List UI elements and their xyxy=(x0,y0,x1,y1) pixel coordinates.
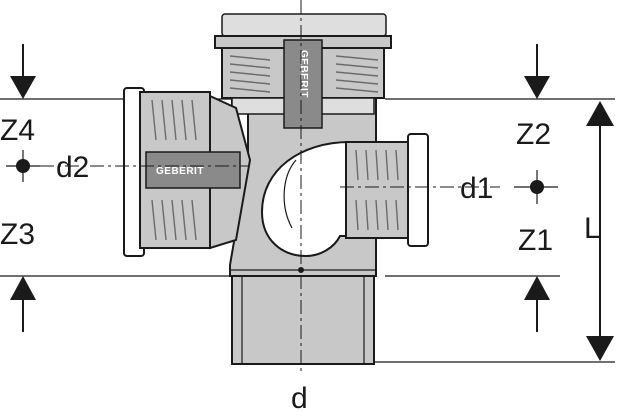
top-socket-ribs xyxy=(229,55,379,93)
label-z4: Z4 xyxy=(0,114,35,147)
left-branch-d2: GEBERIT xyxy=(123,87,252,257)
label-d1: d1 xyxy=(460,172,493,205)
dimension-arrows xyxy=(10,44,614,361)
label-z1: Z1 xyxy=(518,224,553,257)
brand-strip-vertical xyxy=(283,39,323,129)
left-branch-ribs xyxy=(151,99,197,241)
centre-marker-left xyxy=(6,150,40,182)
centre-marker-right xyxy=(514,170,558,204)
label-z3: Z3 xyxy=(0,218,35,251)
brand-logo-horizontal: GEBERIT xyxy=(156,166,204,177)
label-d: d xyxy=(291,382,308,415)
label-d2: d2 xyxy=(56,151,89,184)
label-l: L xyxy=(584,212,601,245)
brand-strip-horizontal xyxy=(145,151,241,189)
label-z2: Z2 xyxy=(516,118,551,151)
centre-axes xyxy=(40,0,500,372)
top-socket: GEBERIT xyxy=(214,13,392,129)
axis-dot xyxy=(298,267,304,273)
right-branch-d1 xyxy=(260,133,429,258)
right-branch-ribs xyxy=(355,149,399,231)
brand-logo-vertical: GEBERIT xyxy=(298,50,309,98)
